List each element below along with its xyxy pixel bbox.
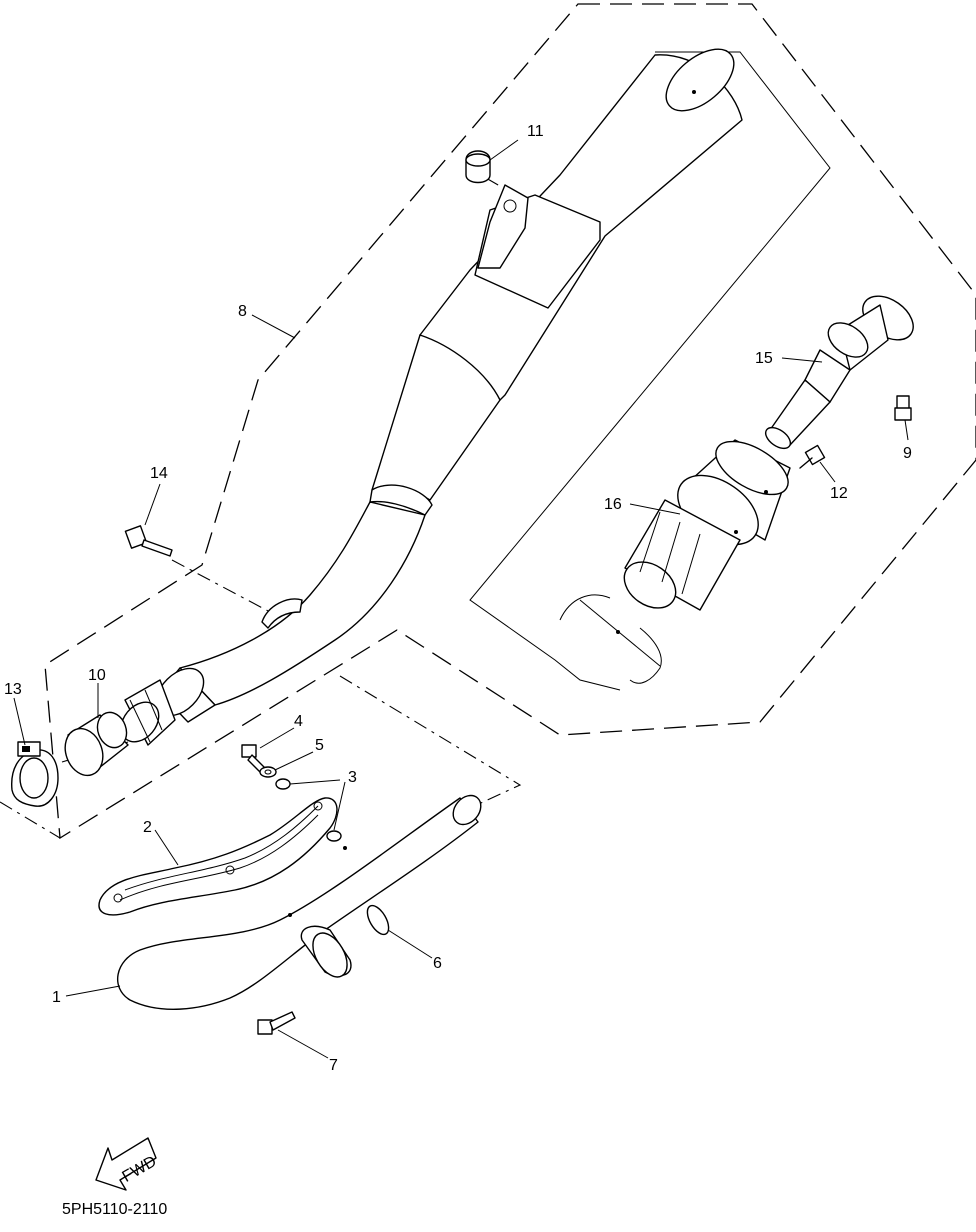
- gasket-6: [366, 904, 390, 936]
- callout-12: 12: [830, 485, 848, 502]
- callout-3: 3: [348, 769, 357, 786]
- callout-9: 9: [903, 445, 912, 462]
- muffler-body-outline: [469, 51, 831, 691]
- callout-1: 1: [52, 989, 61, 1006]
- callout-10: 10: [88, 667, 106, 684]
- heat-protector: [98, 797, 338, 916]
- washer-3a: [275, 778, 291, 790]
- forward-direction-arrow-icon: FWD: [95, 1137, 160, 1191]
- header-pipe-boundary: [339, 675, 522, 809]
- clamp-13: [11, 741, 59, 807]
- callout-11: 11: [527, 123, 544, 140]
- callout-7: 7: [329, 1057, 338, 1074]
- tailpipe: [764, 295, 914, 450]
- washer-3b: [326, 830, 342, 842]
- callout-4: 4: [294, 713, 303, 730]
- bolt-7: [257, 1011, 296, 1035]
- bolt-4: [241, 744, 266, 773]
- diagram-code: 5PH5110-2110: [62, 1201, 167, 1218]
- washer-5: [259, 766, 277, 778]
- callout-2: 2: [143, 819, 152, 836]
- muffler: [120, 48, 743, 746]
- gasket-10: [64, 711, 129, 777]
- exhaust-header-pipe: [117, 794, 482, 1010]
- callout-5: 5: [315, 737, 324, 754]
- bolt-14-guide-line: [171, 559, 271, 613]
- callout-16: 16: [604, 496, 622, 513]
- callout-14: 14: [150, 465, 168, 482]
- spark-arrestor-insert: [623, 439, 791, 611]
- leader-lines: [13, 139, 909, 1059]
- grommet-11: [465, 150, 491, 184]
- screw-9: [894, 395, 912, 421]
- header-dashdot-line-2: [0, 801, 61, 839]
- callout-15: 15: [755, 350, 773, 367]
- bolt-14: [124, 525, 173, 557]
- muffler-tail-end: [559, 594, 662, 684]
- muffler-assembly-boundary: [44, 3, 976, 840]
- callout-6: 6: [433, 955, 442, 972]
- callout-13: 13: [4, 681, 22, 698]
- callout-8: 8: [238, 303, 247, 320]
- bolt-12: [799, 444, 826, 469]
